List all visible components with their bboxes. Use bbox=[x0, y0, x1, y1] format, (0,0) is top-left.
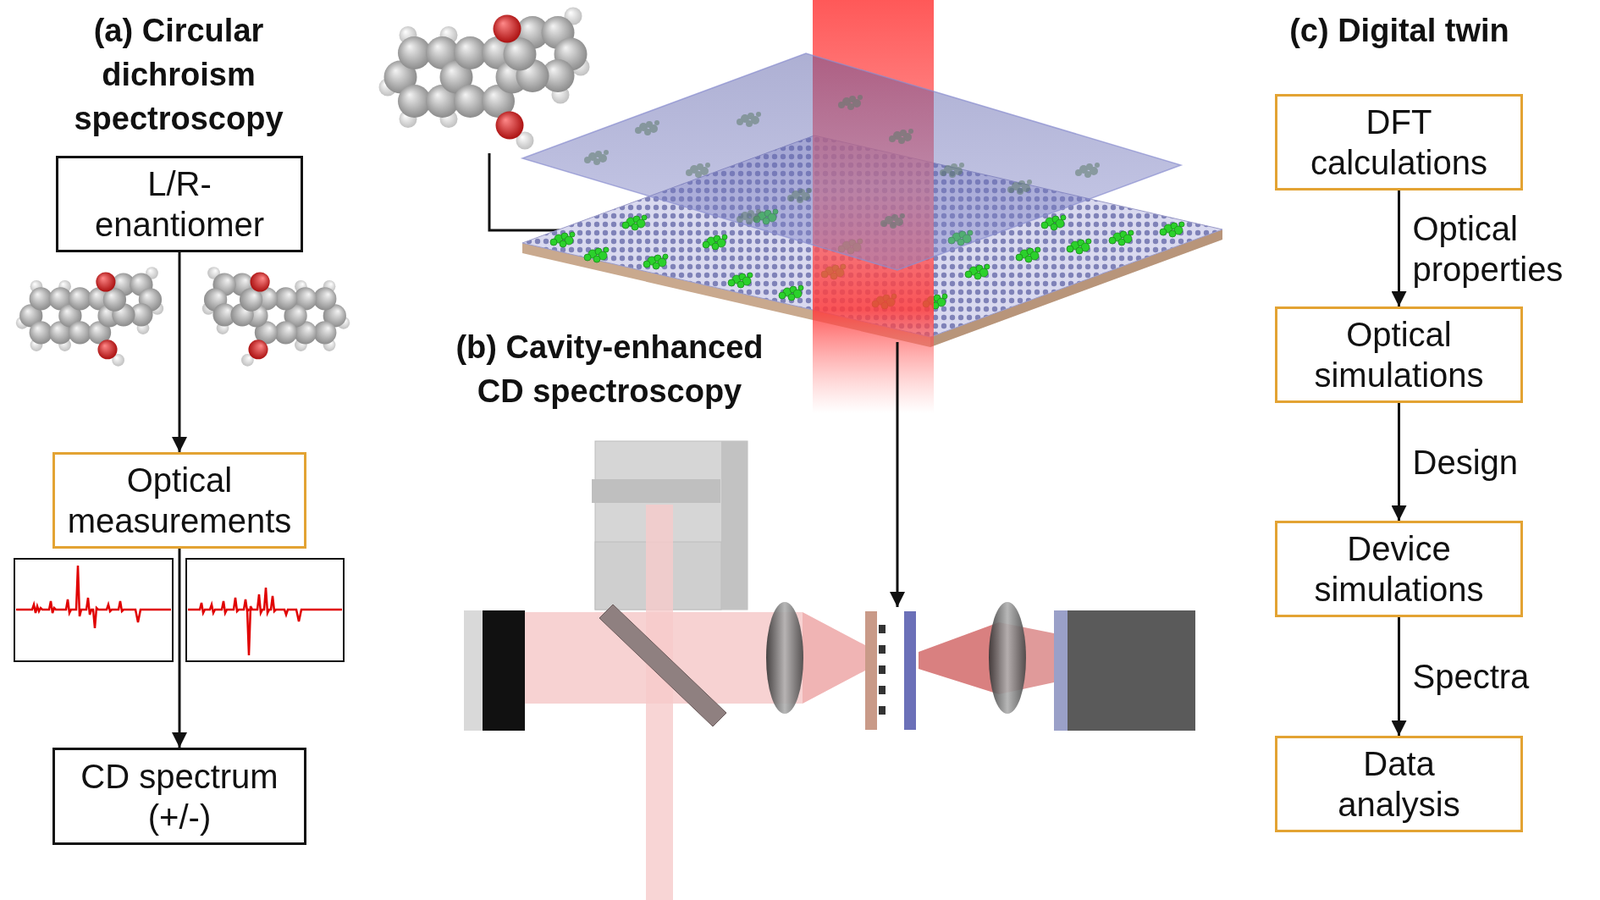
chiral-molecules bbox=[778, 285, 804, 301]
process-box: Optical measurements bbox=[52, 452, 307, 549]
flow-arrow bbox=[1397, 617, 1401, 736]
enantiomer-molecule bbox=[16, 266, 350, 367]
box-text: DFT calculations bbox=[1289, 101, 1510, 183]
cavity-top-plate bbox=[888, 128, 914, 144]
cavity-top-plate bbox=[880, 213, 905, 229]
chiral-molecules bbox=[1108, 230, 1134, 246]
cavity-top-plate bbox=[939, 162, 965, 178]
panel-title: (a) Circular dichroism spectroscopy bbox=[59, 8, 298, 141]
optical-setup bbox=[878, 624, 886, 634]
optical-setup bbox=[878, 685, 886, 695]
optical-setup bbox=[1053, 610, 1196, 731]
edge-label: Design bbox=[1412, 441, 1519, 483]
chiral-molecules bbox=[643, 253, 668, 270]
cavity-top-plate bbox=[584, 149, 609, 166]
optical-setup bbox=[463, 610, 483, 731]
cavity-top-plate bbox=[634, 120, 660, 136]
edge-label: Spectra bbox=[1412, 656, 1530, 697]
optical-setup bbox=[645, 504, 674, 900]
box-text: Optical measurements bbox=[65, 459, 294, 541]
process-box: Device simulations bbox=[1274, 520, 1523, 618]
optical-setup bbox=[463, 441, 1196, 900]
box-text: Data analysis bbox=[1314, 743, 1485, 825]
chiral-molecules bbox=[1159, 221, 1185, 238]
process-box: DFT calculations bbox=[1274, 93, 1523, 191]
optical-setup bbox=[878, 645, 886, 654]
optical-setup bbox=[463, 610, 525, 731]
cavity-top-plate bbox=[685, 162, 711, 178]
spectrum-plot bbox=[14, 558, 173, 662]
panel-title: (c) Digital twin bbox=[1252, 8, 1546, 53]
optical-setup bbox=[878, 665, 886, 674]
chiral-molecules bbox=[550, 231, 575, 248]
cavity-top-plate bbox=[522, 53, 1181, 271]
chiral-molecules bbox=[622, 215, 647, 231]
cavity-top-plate bbox=[736, 209, 762, 225]
chiral-molecules bbox=[702, 234, 728, 250]
flow-arrow bbox=[178, 548, 182, 748]
process-box: L/R- enantiomer bbox=[55, 155, 304, 253]
cavity-top-plate bbox=[584, 94, 1100, 229]
cavity-top-plate bbox=[1075, 162, 1100, 178]
process-box: Data analysis bbox=[1274, 735, 1523, 833]
chiral-molecules bbox=[1015, 247, 1041, 263]
panel-title: (b) Cavity-enhanced CD spectroscopy bbox=[440, 325, 779, 414]
optical-setup bbox=[591, 479, 721, 503]
box-text: Optical simulations bbox=[1289, 314, 1510, 396]
optical-setup bbox=[802, 612, 866, 704]
chiral-molecules bbox=[584, 247, 609, 263]
optical-setup bbox=[918, 622, 999, 695]
box-text: L/R- enantiomer bbox=[82, 163, 277, 245]
pointer-arrow bbox=[896, 342, 900, 607]
spectrum-plot bbox=[186, 558, 344, 662]
optical-setup bbox=[878, 706, 886, 715]
optical-setup bbox=[865, 611, 878, 730]
cavity-top-plate bbox=[838, 94, 863, 111]
optical-setup bbox=[766, 601, 804, 714]
flow-arrow bbox=[1397, 190, 1401, 307]
process-box: CD spectrum (+/-) bbox=[52, 747, 307, 845]
process-box: Optical simulations bbox=[1274, 306, 1523, 403]
cavity-top-plate bbox=[1007, 179, 1032, 195]
enantiomer-molecule bbox=[202, 266, 350, 367]
cavity-top-plate bbox=[736, 111, 762, 127]
molecule bbox=[379, 7, 591, 150]
optical-setup bbox=[1053, 610, 1068, 731]
flow-arrow bbox=[178, 252, 182, 453]
chiral-molecules bbox=[1066, 238, 1092, 254]
optical-setup bbox=[721, 441, 748, 610]
cavity-top-plate bbox=[787, 187, 812, 204]
enantiomer-molecule bbox=[16, 266, 164, 367]
box-text: CD spectrum (+/-) bbox=[65, 755, 294, 838]
optical-setup bbox=[904, 611, 916, 730]
spectrum-plot bbox=[16, 565, 172, 629]
box-text: Device simulations bbox=[1289, 528, 1510, 610]
optical-setup bbox=[988, 601, 1027, 714]
chiral-molecules bbox=[1041, 215, 1066, 231]
optical-setup bbox=[599, 604, 727, 727]
spectrum-plot bbox=[14, 558, 344, 662]
cavity-top-plate bbox=[522, 53, 1181, 271]
molecule bbox=[379, 7, 591, 150]
flow-arrow bbox=[1397, 402, 1401, 521]
spectrum-plot bbox=[187, 587, 343, 656]
edge-label: Optical properties bbox=[1412, 208, 1583, 290]
chiral-molecules bbox=[965, 264, 990, 280]
chiral-molecules bbox=[728, 272, 753, 288]
